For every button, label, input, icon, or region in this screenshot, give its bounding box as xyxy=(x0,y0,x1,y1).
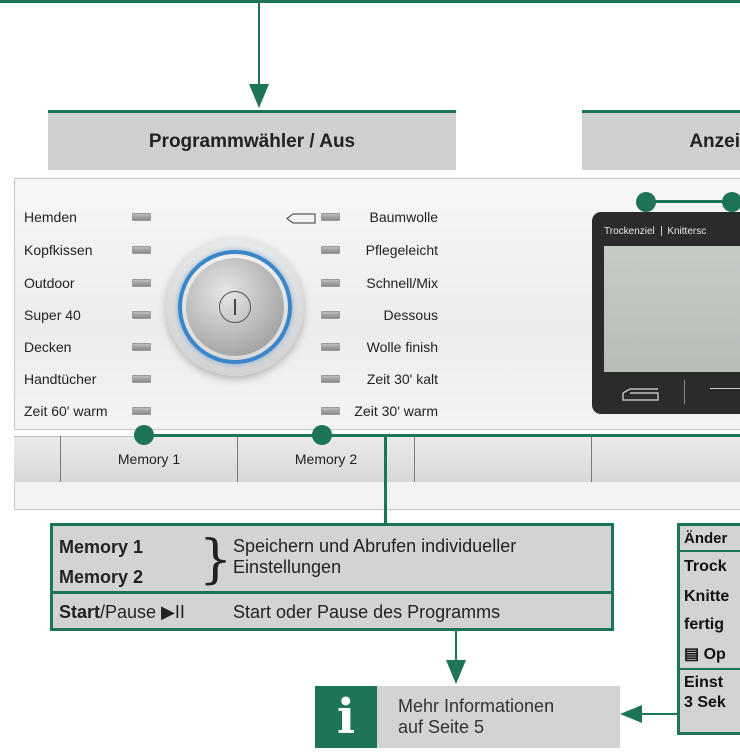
button-cell-3[interactable] xyxy=(414,436,591,482)
pause-label: /Pause ▶II xyxy=(100,602,185,622)
right-box-line: ▤ Op xyxy=(684,646,726,663)
connector-line xyxy=(644,200,740,203)
display-top-labels: Trockenziel Knittersc xyxy=(604,226,706,237)
table-row-divider xyxy=(53,591,611,594)
header-display: Anzei xyxy=(582,110,740,170)
program-led xyxy=(321,407,340,415)
program-label-hemden: Hemden xyxy=(24,209,77,225)
start-description: Start oder Pause des Programms xyxy=(233,602,501,622)
info-note-line2: auf Seite 5 xyxy=(398,717,485,737)
right-box-line: Einst xyxy=(684,674,724,691)
start-pause-label: Start/Pause ▶II xyxy=(59,602,185,623)
program-label-pflegeleicht: Pflegeleicht xyxy=(365,242,438,258)
right-box-divider xyxy=(680,550,740,552)
program-led xyxy=(321,213,340,221)
program-label-kopfkissen: Kopfkissen xyxy=(24,242,93,258)
right-box-line: Trock xyxy=(684,558,727,575)
memory-2-button[interactable]: Memory 2 xyxy=(237,436,414,482)
connector-line-vertical xyxy=(384,436,387,524)
right-box-line: fertig xyxy=(684,616,724,633)
brace-icon: } xyxy=(199,530,233,590)
program-label-schnell-mix: Schnell/Mix xyxy=(366,275,438,291)
display-line-icon xyxy=(710,388,740,389)
connector-dot xyxy=(722,192,740,212)
button-row xyxy=(14,436,740,482)
display-back-icon[interactable] xyxy=(622,388,662,402)
program-led xyxy=(132,343,151,351)
program-led xyxy=(132,375,151,383)
top-border-line xyxy=(0,0,740,3)
program-label-super40: Super 40 xyxy=(24,307,81,323)
right-info-box: Änder Trock Knitte fertig ▤ Op Einst 3 S… xyxy=(677,523,740,735)
program-led xyxy=(321,311,340,319)
button-cell xyxy=(14,436,60,482)
button-row-bottom xyxy=(14,482,740,510)
connector-line xyxy=(144,434,740,437)
program-label-wolle-finish: Wolle finish xyxy=(366,339,438,355)
right-box-line: 3 Sek xyxy=(684,694,726,711)
display-label-knitterschutz: Knittersc xyxy=(667,226,707,237)
program-label-zeit30-kalt: Zeit 30' kalt xyxy=(366,371,438,387)
program-label-baumwolle: Baumwolle xyxy=(369,209,438,225)
start-bold-label: Start xyxy=(59,602,101,622)
connector-line-vertical xyxy=(455,631,457,665)
memory-1-button[interactable]: Memory 1 xyxy=(60,436,237,482)
connector-line-vertical xyxy=(258,0,260,90)
right-box-divider xyxy=(680,668,740,670)
program-label-zeit60: Zeit 60' warm xyxy=(24,403,108,419)
program-label-zeit30-warm: Zeit 30' warm xyxy=(354,403,438,419)
info-note-line1: Mehr Informationen xyxy=(398,696,555,716)
program-led xyxy=(132,279,151,287)
program-led xyxy=(321,246,340,254)
memory-2-label: Memory 2 xyxy=(59,567,144,587)
right-box-line: Knitte xyxy=(684,588,730,605)
connector-dot xyxy=(312,425,332,445)
program-label-outdoor: Outdoor xyxy=(24,275,75,291)
connector-dot xyxy=(134,425,154,445)
program-led xyxy=(321,375,340,383)
program-led xyxy=(132,213,151,221)
program-led xyxy=(132,311,151,319)
program-led xyxy=(321,343,340,351)
memory-description-line1: Speichern und Abrufen individueller xyxy=(233,536,517,556)
right-box-line: Änder xyxy=(684,530,728,547)
default-program-marker-icon xyxy=(286,211,316,224)
memory-1-label: Memory 1 xyxy=(59,537,144,557)
connector-dot xyxy=(636,192,656,212)
info-icon: i xyxy=(315,686,377,748)
display-screen xyxy=(604,246,740,372)
memory-description-line2: Einstellungen xyxy=(233,557,342,577)
info-table: Memory 1 Memory 2 } Speichern und Abrufe… xyxy=(50,523,614,631)
power-icon xyxy=(219,291,251,323)
program-led xyxy=(132,246,151,254)
program-led xyxy=(132,407,151,415)
program-label-decken: Decken xyxy=(24,339,72,355)
arrow-left-icon xyxy=(620,705,642,723)
arrow-down-icon xyxy=(249,84,269,108)
program-label-dessous: Dessous xyxy=(383,307,438,323)
connector-line xyxy=(640,713,678,715)
button-cell-4[interactable] xyxy=(591,436,740,482)
display-divider xyxy=(684,380,685,404)
program-selector-ring xyxy=(178,250,292,364)
display-label-trockenziel: Trockenziel xyxy=(604,226,655,237)
info-note-text: Mehr Informationen auf Seite 5 xyxy=(398,696,554,738)
arrow-down-icon xyxy=(446,660,466,684)
program-label-handtuecher: Handtücher xyxy=(24,371,97,387)
program-led xyxy=(321,279,340,287)
header-program-selector: Programmwähler / Aus xyxy=(48,110,456,170)
